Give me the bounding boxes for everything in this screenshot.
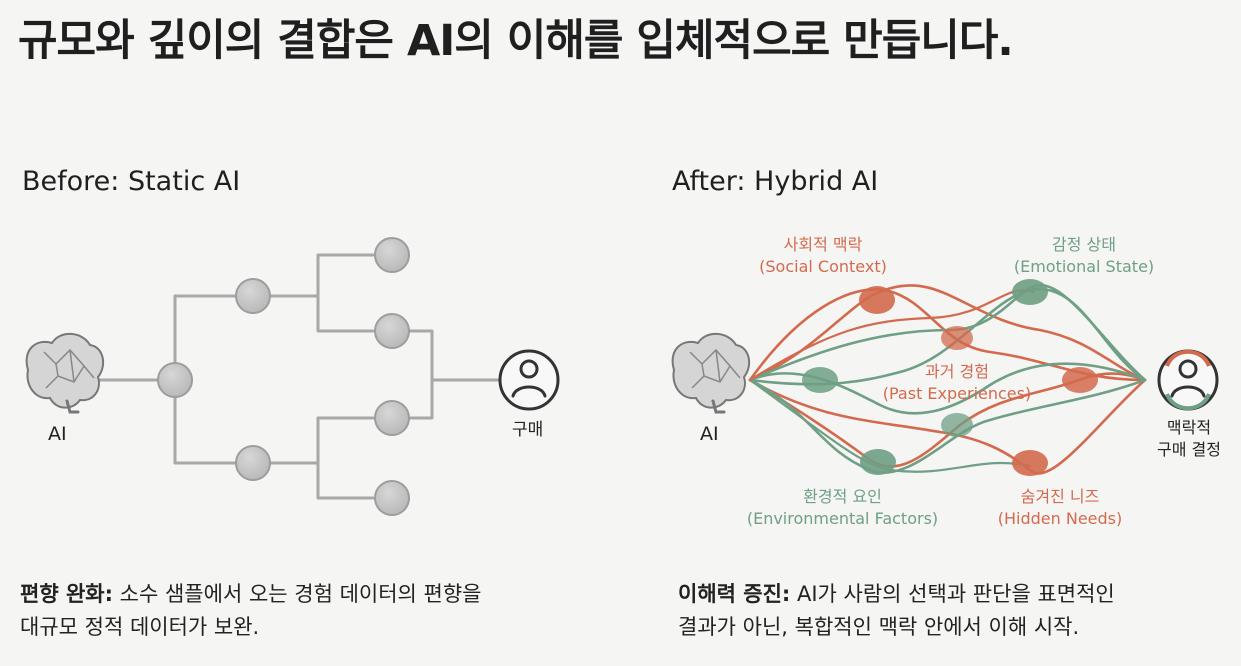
page-title: 규모와 깊이의 결합은 AI의 이해를 입체적으로 만듭니다. — [18, 16, 1014, 66]
tree-branch-node — [235, 445, 271, 481]
tree-leaf-node — [374, 400, 410, 436]
right-description-bold: 이해력 증진: — [678, 582, 791, 606]
tree-leaf-node — [374, 480, 410, 516]
emotional-state-label: 감정 상태 (Emotional State) — [1005, 234, 1163, 277]
environmental-factors-en: (Environmental Factors) — [746, 508, 939, 528]
hybrid-network-diagram — [671, 279, 1219, 476]
left-description-text-1: 소수 샘플에서 오는 경험 데이터의 편향을 — [113, 582, 482, 606]
past-experiences-ko: 과거 경험 — [925, 362, 989, 381]
past-experiences-en: (Past Experiences) — [882, 383, 1032, 403]
decision-line-2: 구매 결정 — [1157, 439, 1221, 459]
decision-line-1: 맥락적 — [1166, 418, 1212, 437]
purchase-label: 구매 — [512, 420, 544, 440]
hybrid-hotspots — [802, 279, 1098, 476]
right-ai-label: AI — [700, 423, 719, 445]
brain-icon — [25, 332, 105, 414]
tree-branch-node — [235, 278, 271, 314]
right-description-line-1: 이해력 증진: AI가 사람의 선택과 판단을 표면적인 — [678, 578, 1115, 611]
hidden-needs-en: (Hidden Needs) — [997, 508, 1123, 528]
static-tree-diagram — [25, 237, 560, 516]
brain-icon — [671, 332, 751, 414]
tree-root-node — [157, 362, 193, 398]
left-description-bold: 편향 완화: — [20, 582, 113, 606]
person-icon — [498, 349, 560, 411]
social-context-en: (Social Context) — [759, 256, 887, 276]
person-icon — [1157, 349, 1219, 411]
hidden-needs-ko: 숨겨진 니즈 — [1020, 487, 1100, 506]
right-description: 이해력 증진: AI가 사람의 선택과 판단을 표면적인 결과가 아닌, 복합적… — [678, 578, 1115, 643]
left-description: 편향 완화: 소수 샘플에서 오는 경험 데이터의 편향을 대규모 정적 데이터… — [20, 578, 482, 643]
environmental-factors-ko: 환경적 요인 — [803, 487, 882, 506]
decision-label: 맥락적 구매 결정 — [1156, 417, 1222, 460]
hidden-needs-label: 숨겨진 니즈 (Hidden Needs) — [990, 486, 1130, 529]
right-description-text-1: AI가 사람의 선택과 판단을 표면적인 — [790, 582, 1115, 606]
left-ai-label: AI — [48, 423, 67, 445]
emotional-state-ko: 감정 상태 — [1052, 235, 1116, 254]
tree-leaf-node — [374, 237, 410, 273]
tree-leaf-node — [374, 313, 410, 349]
emotional-state-en: (Emotional State) — [1013, 256, 1155, 276]
left-description-line-2: 대규모 정적 데이터가 보완. — [20, 614, 260, 639]
right-description-line-2: 결과가 아닌, 복합적인 맥락 안에서 이해 시작. — [678, 614, 1080, 639]
tree-nodes — [157, 237, 410, 516]
before-heading: Before: Static AI — [22, 166, 241, 197]
left-description-line-1: 편향 완화: 소수 샘플에서 오는 경험 데이터의 편향을 — [20, 578, 482, 611]
environmental-factors-label: 환경적 요인 (Environmental Factors) — [735, 486, 950, 529]
past-experiences-label: 과거 경험 (Past Experiences) — [872, 361, 1042, 404]
social-context-label: 사회적 맥락 (Social Context) — [752, 234, 894, 277]
social-context-ko: 사회적 맥락 — [783, 235, 863, 254]
after-heading: After: Hybrid AI — [672, 166, 879, 197]
tree-connectors — [98, 253, 502, 500]
